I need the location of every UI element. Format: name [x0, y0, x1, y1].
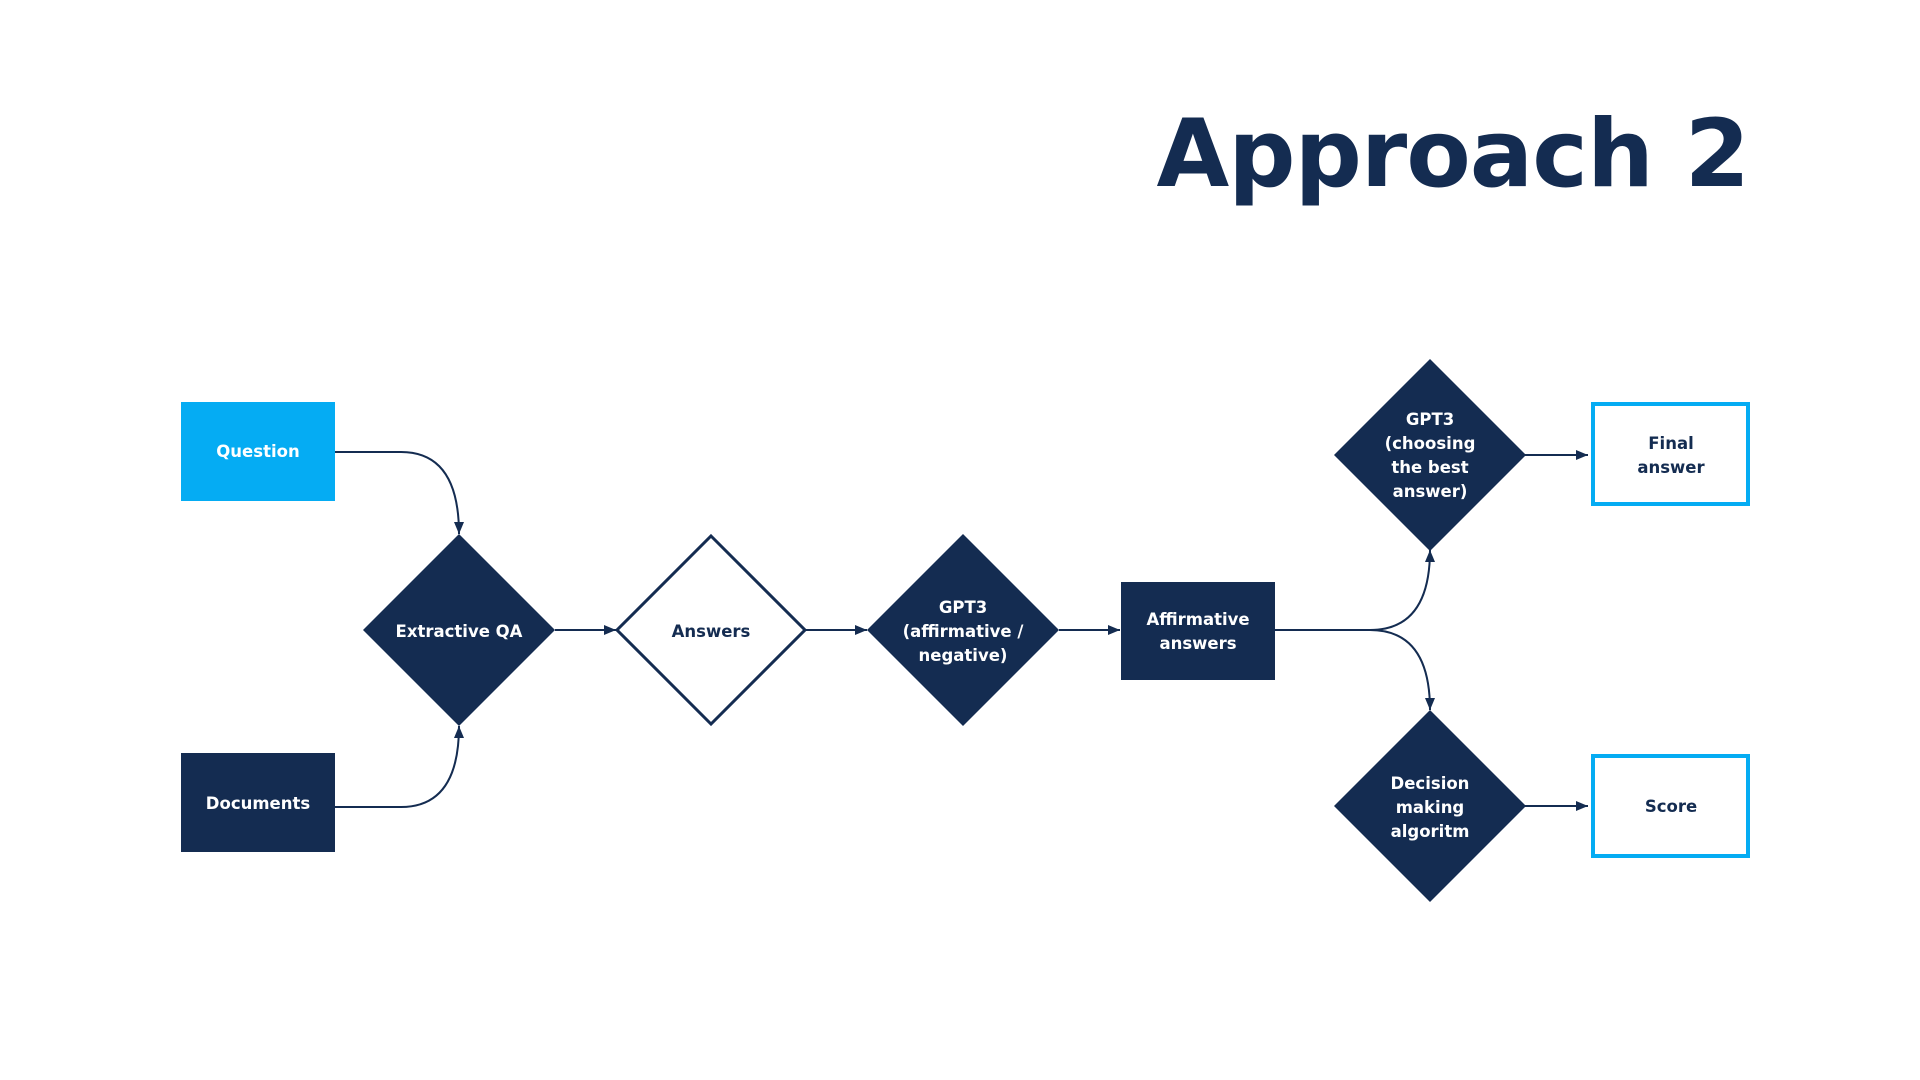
score-label: Score	[1645, 797, 1697, 816]
gpt3-choosing-diamond	[1334, 359, 1526, 551]
question-box	[181, 402, 335, 501]
final-answer-box	[1591, 402, 1750, 506]
gpt3-affirmative-diamond	[867, 534, 1059, 726]
answers-label: Answers	[672, 622, 751, 641]
gpt3-affirmative-label: GPT3(affirmative /negative)	[903, 598, 1025, 665]
connector-documents-to-extractive-qa	[335, 725, 464, 808]
documents-label: Documents	[206, 794, 311, 813]
affirmative-answers-box	[1121, 582, 1275, 680]
score-box	[1591, 754, 1750, 858]
answers-diamond	[614, 533, 808, 727]
extractive-qa-diamond	[363, 534, 555, 726]
documents-box	[181, 753, 335, 852]
extractive-qa-label: Extractive QA	[396, 622, 523, 641]
decision-making-diamond	[1334, 710, 1526, 902]
connector-affirmative-answers-to-gpt3-choosing	[1275, 549, 1435, 631]
slide-title: Approach 2	[1156, 100, 1750, 209]
connector-question-to-extractive-qa	[335, 451, 464, 535]
question-label: Question	[216, 442, 299, 461]
connector-affirmative-answers-to-decision-making	[1275, 629, 1435, 711]
